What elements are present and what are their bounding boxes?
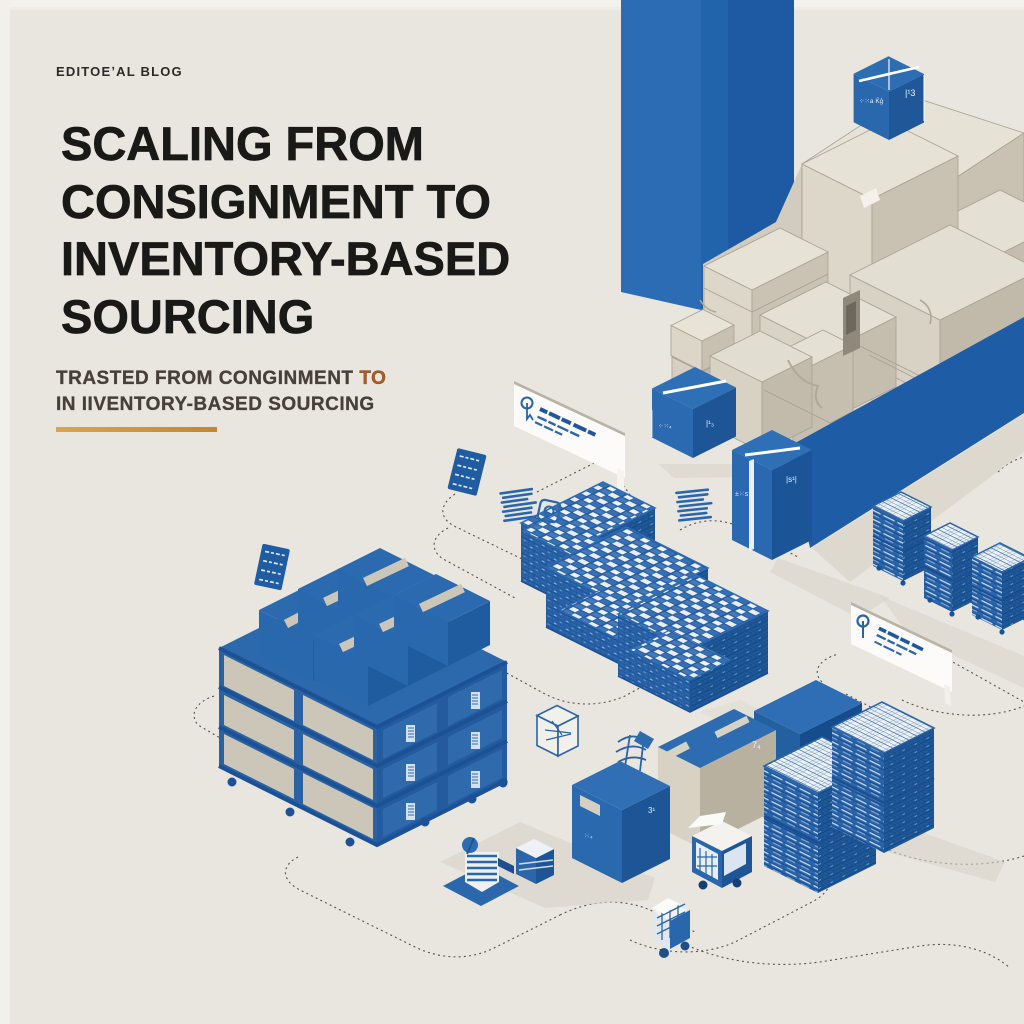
svg-text:|s¹|: |s¹| [786, 475, 797, 484]
svg-text:7₄: 7₄ [752, 740, 761, 750]
svg-text:|¹₃: |¹₃ [706, 419, 714, 428]
svg-text:±⁙s: ±⁙s [735, 491, 749, 498]
svg-text:⁙₄: ⁙₄ [584, 833, 593, 840]
svg-text:⁘⁙₄: ⁘⁙₄ [658, 423, 672, 430]
svg-text:3¹: 3¹ [648, 806, 655, 815]
svg-text:⁘⁙a Ḱģ: ⁘⁙a Ḱģ [859, 96, 884, 105]
svg-text:|¹3: |¹3 [905, 88, 915, 98]
